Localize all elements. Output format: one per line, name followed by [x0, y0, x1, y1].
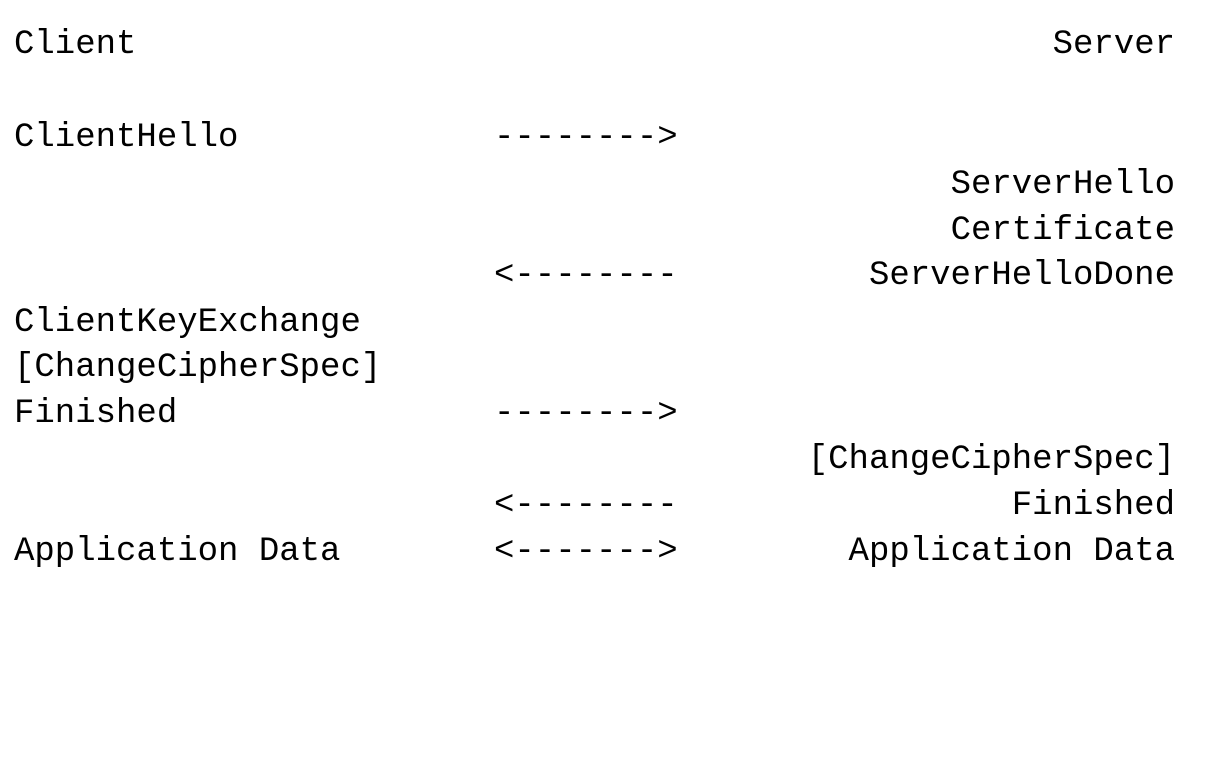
message-row-server-hello: ServerHello	[0, 162, 1215, 208]
arrow-right: -------->	[494, 395, 678, 433]
arrow-bidirectional: <------->	[494, 533, 678, 571]
client-message: ClientHello	[14, 119, 239, 157]
message-row-client-key-exchange: ClientKeyExchange	[0, 300, 1215, 346]
server-message: ServerHelloDone	[868, 257, 1175, 295]
message-row-client-hello: ClientHello -------->	[0, 115, 1215, 161]
message-row-certificate: Certificate	[0, 208, 1215, 254]
tls-handshake-diagram: Client Server ClientHello --------> Serv…	[0, 22, 1215, 575]
message-row-server-finished: <-------- Finished	[0, 483, 1215, 529]
client-message: Finished	[14, 395, 178, 433]
arrow-left: <--------	[494, 257, 678, 295]
client-message: ClientKeyExchange	[14, 304, 361, 342]
client-message: [ChangeCipherSpec]	[14, 349, 382, 387]
server-message: Finished	[1011, 487, 1175, 525]
message-row-server-hello-done: <-------- ServerHelloDone	[0, 253, 1215, 299]
message-row-client-change-cipher-spec: [ChangeCipherSpec]	[0, 345, 1215, 391]
arrow-right: -------->	[494, 119, 678, 157]
server-message: [ChangeCipherSpec]	[807, 441, 1175, 479]
server-message: Certificate	[950, 212, 1175, 250]
message-row-application-data: Application Data <-------> Application D…	[0, 529, 1215, 575]
server-message: ServerHello	[950, 166, 1175, 204]
client-message: Application Data	[14, 533, 341, 571]
server-column-label: Server	[1052, 26, 1175, 64]
message-row-client-finished: Finished -------->	[0, 391, 1215, 437]
header-row: Client Server	[0, 22, 1215, 68]
arrow-left: <--------	[494, 487, 678, 525]
message-row-server-change-cipher-spec: [ChangeCipherSpec]	[0, 437, 1215, 483]
client-column-label: Client	[14, 26, 137, 64]
server-message: Application Data	[848, 533, 1175, 571]
